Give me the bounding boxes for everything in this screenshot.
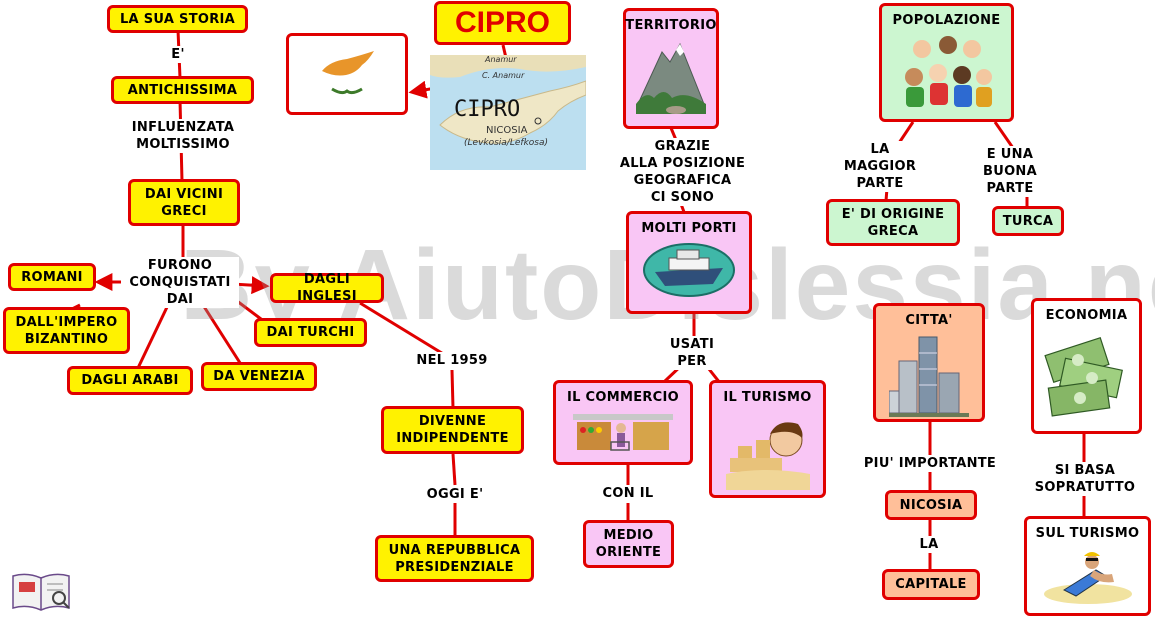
map-cape-label: C. Anamur xyxy=(482,71,525,80)
node-la-sua-storia: LA SUA STORIA xyxy=(107,5,248,33)
label-nel-1959: NEL 1959 xyxy=(404,352,500,369)
open-book-icon xyxy=(12,573,70,611)
label-buona-parte: E UNA BUONA PARTE xyxy=(962,146,1058,197)
map-city-label: NICOSIA xyxy=(486,125,528,136)
book-logo xyxy=(11,570,71,612)
node-romani: ROMANI xyxy=(8,263,96,291)
page-title: CIPRO xyxy=(434,1,571,45)
node-economia: ECONOMIA xyxy=(1031,298,1142,434)
node-repubblica-presidenziale: UNA REPUBBLICA PRESIDENZIALE xyxy=(375,535,534,582)
node-medio-oriente: MEDIO ORIENTE xyxy=(583,520,674,568)
node-il-turismo: IL TURISMO xyxy=(709,380,826,498)
node-capitale: CAPITALE xyxy=(882,569,980,600)
node-territorio: TERRITORIO xyxy=(623,8,719,129)
market-icon xyxy=(573,414,673,451)
label-la: LA xyxy=(914,536,944,553)
node-dai-turchi: DAI TURCHI xyxy=(254,318,367,347)
label-influenzata: INFLUENZATA MOLTISSIMO xyxy=(118,119,248,153)
node-turca: TURCA xyxy=(992,206,1064,236)
label-piu-importante: PIU' IMPORTANTE xyxy=(854,455,1006,472)
label-furono-conquistati: FURONO CONQUISTATI DAI xyxy=(121,257,239,308)
node-antichissima: ANTICHISSIMA xyxy=(111,76,254,104)
map-city-sub-label: (Levkosia/Lefkosa) xyxy=(464,138,548,148)
popolazione-label: POPOLAZIONE xyxy=(892,13,1001,28)
map-box: Anamur C. Anamur CIPRO NICOSIA (Levkosia… xyxy=(430,55,586,170)
node-il-commercio: IL COMMERCIO xyxy=(553,380,693,465)
skyscraper-icon xyxy=(889,336,969,417)
il-commercio-label: IL COMMERCIO xyxy=(566,390,680,405)
node-sul-turismo: SUL TURISMO xyxy=(1024,516,1151,616)
node-dai-vicini-greci: DAI VICINI GRECI xyxy=(128,179,240,226)
label-e: E' xyxy=(166,46,190,63)
node-molti-porti: MOLTI PORTI xyxy=(626,211,752,314)
mountain-icon xyxy=(636,42,706,114)
flag-box xyxy=(286,33,408,115)
sul-turismo-label: SUL TURISMO xyxy=(1035,526,1140,541)
beach-chair-icon xyxy=(1043,552,1132,604)
sandcastle-icon xyxy=(725,422,810,490)
label-usati-per: USATI PER xyxy=(666,336,718,370)
molti-porti-label: MOLTI PORTI xyxy=(641,221,737,236)
node-dagli-inglesi: DAGLI INGLESI xyxy=(270,272,384,304)
label-grazie-posizione: GRAZIE ALLA POSIZIONE GEOGRAFICA CI SONO xyxy=(610,138,755,206)
people-icon xyxy=(904,36,992,107)
node-divenne-indipendente: DIVENNE INDIPENDENTE xyxy=(381,406,524,454)
label-oggi-e: OGGI E' xyxy=(418,486,492,503)
economia-label: ECONOMIA xyxy=(1045,308,1128,323)
territorio-label: TERRITORIO xyxy=(625,18,717,33)
node-da-venezia: DA VENEZIA xyxy=(201,362,317,391)
cyprus-flag-icon xyxy=(292,39,402,109)
node-nicosia: NICOSIA xyxy=(885,490,977,520)
label-maggior-parte: LA MAGGIOR PARTE xyxy=(836,141,924,192)
map-country-label: CIPRO xyxy=(454,97,521,122)
il-turismo-label: IL TURISMO xyxy=(723,390,812,405)
node-dall-impero-bizantino: DALL'IMPERO BIZANTINO xyxy=(3,307,130,354)
citta-label: CITTA' xyxy=(905,313,953,328)
label-si-basa-sopratutto: SI BASA SOPRATUTTO xyxy=(1028,462,1142,496)
map-town-label: Anamur xyxy=(485,55,517,64)
node-popolazione: POPOLAZIONE xyxy=(879,3,1014,122)
node-dagli-arabi: DAGLI ARABI xyxy=(67,366,193,395)
label-con-il: CON IL xyxy=(596,485,660,502)
node-origine-greca: E' DI ORIGINE GRECA xyxy=(826,199,960,246)
node-citta: CITTA' xyxy=(873,303,985,422)
money-icon xyxy=(1043,336,1123,417)
cyprus-map-icon xyxy=(430,55,586,170)
ship-icon xyxy=(643,243,735,297)
